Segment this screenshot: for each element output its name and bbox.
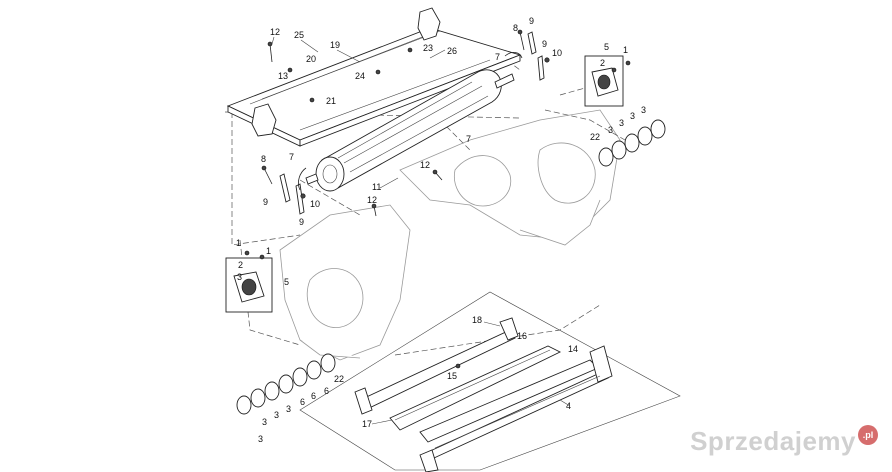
label-8-top: 8 bbox=[513, 23, 518, 33]
leader-ticks bbox=[271, 36, 571, 425]
cover-plate-assembly bbox=[226, 7, 522, 147]
label-14: 14 bbox=[568, 344, 578, 354]
label-3-r3: 3 bbox=[619, 118, 624, 128]
ghost-frame bbox=[279, 109, 621, 361]
label-10-top: 10 bbox=[552, 48, 562, 58]
label-22-left: 22 bbox=[334, 374, 344, 384]
label-9-mid: 9 bbox=[542, 39, 547, 49]
label-6-c: 6 bbox=[300, 397, 305, 407]
label-23: 23 bbox=[423, 43, 433, 53]
hardware bbox=[244, 29, 631, 260]
label-18: 18 bbox=[472, 315, 482, 325]
bearing-housing-left bbox=[225, 257, 273, 313]
label-3-l3: 3 bbox=[262, 417, 267, 427]
label-6-b: 6 bbox=[311, 391, 316, 401]
label-6-a: 6 bbox=[324, 386, 329, 396]
label-1-left-b: 1 bbox=[266, 246, 271, 256]
label-7-left: 7 bbox=[289, 152, 294, 162]
label-5-left: 5 bbox=[284, 277, 289, 287]
watermark-badge: .pl bbox=[858, 425, 878, 445]
label-15: 15 bbox=[447, 371, 457, 381]
label-20: 20 bbox=[306, 54, 316, 64]
label-22-right: 22 bbox=[590, 132, 600, 142]
watermark-logo: Sprzedajemy .pl bbox=[690, 425, 878, 456]
label-17: 17 bbox=[362, 419, 372, 429]
label-12-mid: 12 bbox=[420, 160, 430, 170]
label-12-top: 12 bbox=[270, 27, 280, 37]
label-19: 19 bbox=[330, 40, 340, 50]
watermark-text: Sprzedajemy bbox=[690, 425, 856, 456]
label-7-top: 7 bbox=[495, 52, 500, 62]
washers-left bbox=[236, 353, 336, 415]
label-3-r2: 3 bbox=[630, 111, 635, 121]
label-24: 24 bbox=[355, 71, 365, 81]
label-5-right: 5 bbox=[604, 42, 609, 52]
label-2-right: 2 bbox=[600, 58, 605, 68]
label-9-left: 9 bbox=[263, 197, 268, 207]
label-3-l4: 3 bbox=[258, 434, 263, 444]
label-4: 4 bbox=[566, 401, 571, 411]
roller bbox=[305, 69, 515, 192]
label-16: 16 bbox=[517, 331, 527, 341]
label-25: 25 bbox=[294, 30, 304, 40]
label-3-l1: 3 bbox=[286, 404, 291, 414]
label-3-r1: 3 bbox=[641, 105, 646, 115]
label-9-top: 9 bbox=[529, 16, 534, 26]
callout-labels: 12 25 19 20 13 21 23 24 26 8 9 9 10 7 5 … bbox=[236, 16, 646, 444]
label-3-left-a: 3 bbox=[237, 272, 242, 282]
scraper-assembly bbox=[354, 317, 613, 472]
bearing-housing-right bbox=[584, 55, 624, 107]
label-21: 21 bbox=[326, 96, 336, 106]
label-3-l2: 3 bbox=[274, 410, 279, 420]
label-1-left-a: 1 bbox=[236, 238, 241, 248]
label-3-r4: 3 bbox=[608, 125, 613, 135]
label-7-mid: 7 bbox=[466, 134, 471, 144]
label-2-left: 2 bbox=[238, 260, 243, 270]
label-8-left: 8 bbox=[261, 154, 266, 164]
label-12-low: 12 bbox=[367, 195, 377, 205]
label-1-right: 1 bbox=[623, 45, 628, 55]
scraper-frame-outline bbox=[299, 291, 681, 471]
label-9-low: 9 bbox=[299, 217, 304, 227]
label-13: 13 bbox=[278, 71, 288, 81]
label-10-left: 10 bbox=[310, 199, 320, 209]
label-26: 26 bbox=[447, 46, 457, 56]
washers-right bbox=[598, 119, 666, 167]
label-11: 11 bbox=[372, 182, 381, 192]
